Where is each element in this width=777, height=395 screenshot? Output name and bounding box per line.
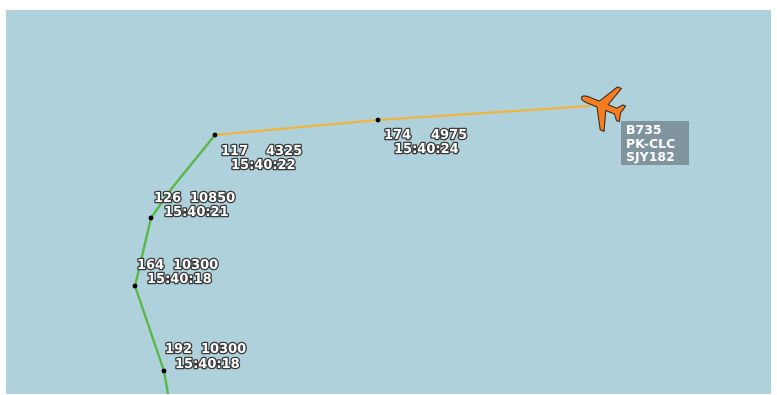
aircraft-info-tag[interactable]: B735 PK-CLC SJY182 bbox=[621, 121, 689, 165]
track-point-marker[interactable] bbox=[161, 368, 167, 374]
track-point-marker[interactable] bbox=[375, 117, 381, 123]
track-point-altitude: 10850 bbox=[190, 191, 235, 206]
aircraft-registration: PK-CLC bbox=[626, 135, 676, 151]
track-point-speed: 117 bbox=[221, 144, 248, 159]
airplane-icon[interactable] bbox=[573, 76, 631, 135]
track-point-time: 15:40:18 bbox=[175, 357, 240, 372]
aircraft-callsign: SJY182 bbox=[626, 149, 675, 164]
aircraft-type: B735 bbox=[626, 122, 662, 137]
track-point-time: 15:40:21 bbox=[164, 205, 229, 220]
track-point-speed: 164 bbox=[137, 258, 164, 273]
track-point-time: 15:40:22 bbox=[231, 158, 296, 173]
track-point-time: 15:40:24 bbox=[394, 142, 459, 157]
track-point-marker[interactable] bbox=[132, 283, 138, 289]
track-point-speed: 192 bbox=[165, 342, 192, 357]
track-point-speed: 174 bbox=[384, 128, 411, 143]
track-point-marker[interactable] bbox=[212, 132, 218, 138]
track-line-low-altitude bbox=[133, 134, 216, 395]
track-point-altitude: 10300 bbox=[173, 258, 218, 273]
track-point-altitude: 10300 bbox=[201, 342, 246, 357]
track-point-altitude: 4325 bbox=[266, 144, 302, 159]
track-point-altitude: 4975 bbox=[431, 128, 467, 143]
track-point-time: 15:40:18 bbox=[147, 272, 212, 287]
sea-area bbox=[6, 10, 771, 394]
track-point-marker[interactable] bbox=[148, 215, 154, 221]
track-point-speed: 126 bbox=[154, 191, 181, 206]
